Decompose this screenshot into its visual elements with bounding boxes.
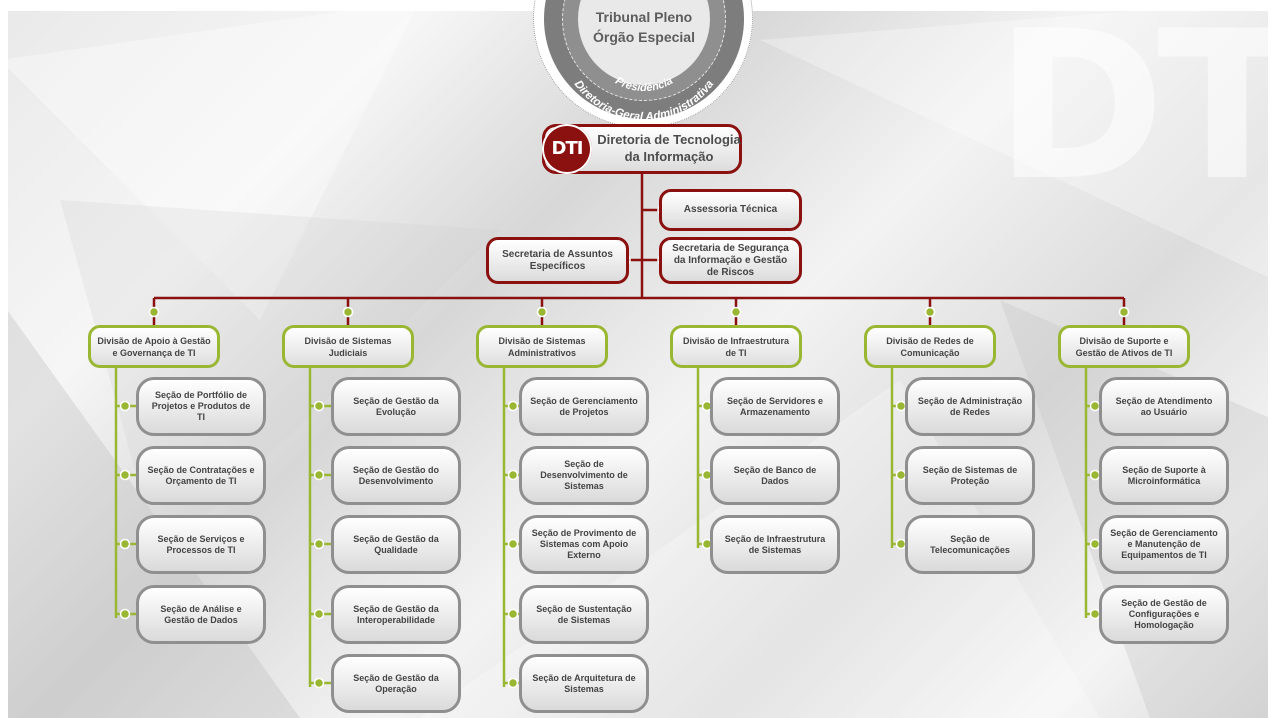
section-node[interactable]: Seção de Telecomunicações bbox=[905, 515, 1035, 574]
section-node[interactable]: Seção de Gerenciamento de Projetos bbox=[519, 377, 649, 436]
section-label: Seção de Portfólio de Projetos e Produto… bbox=[151, 390, 251, 422]
section-node[interactable]: Seção de Servidores e Armazenamento bbox=[710, 377, 840, 436]
root-node-title: Diretoria de Tecnologia da Informação bbox=[597, 132, 741, 164]
section-label: Seção de Atendimento ao Usuário bbox=[1115, 395, 1213, 417]
section-node[interactable]: Seção de Gestão da Evolução bbox=[331, 377, 461, 436]
section-label: Seção de Serviços e Processos de TI bbox=[157, 533, 245, 555]
division-dot bbox=[1118, 306, 1130, 318]
node-label: Secretaria de Assuntos Específicos bbox=[502, 248, 613, 272]
dti-badge-icon: DTI bbox=[542, 124, 592, 174]
division-node[interactable]: Divisão de Sistemas Judiciais bbox=[282, 325, 414, 368]
section-label: Seção de Sustentação de Sistemas bbox=[536, 603, 632, 625]
section-dot bbox=[507, 608, 519, 620]
division-node[interactable]: Divisão de Redes de Comunicação bbox=[864, 325, 996, 368]
section-dot bbox=[313, 400, 325, 412]
section-label: Seção de Suporte à Microinformática bbox=[1122, 464, 1206, 486]
section-label: Seção de Gerenciamento de Projetos bbox=[530, 395, 638, 417]
division-node[interactable]: Divisão de Apoio à Gestão e Governança d… bbox=[88, 325, 220, 368]
node-label: Assessoria Técnica bbox=[683, 204, 778, 215]
section-dot bbox=[313, 677, 325, 689]
section-dot bbox=[119, 538, 131, 550]
section-node[interactable]: Seção de Sistemas de Proteção bbox=[905, 446, 1035, 505]
seal-arc-presidencia: Presidência bbox=[613, 75, 675, 94]
division-label: Divisão de Sistemas Administrativos bbox=[498, 335, 586, 358]
seal-arc-text: Presidência Diretoria-Geral Administrati… bbox=[572, 75, 717, 124]
section-node[interactable]: Seção de Gestão do Desenvolvimento bbox=[331, 446, 461, 505]
section-node[interactable]: Seção de Administração de Redes bbox=[905, 377, 1035, 436]
section-node[interactable]: Seção de Infraestrutura de Sistemas bbox=[710, 515, 840, 574]
node-secretaria-seguranca[interactable]: Secretaria de Segurança da Informação e … bbox=[659, 237, 802, 284]
seal-tribunal-pleno: Tribunal Pleno bbox=[595, 9, 693, 25]
section-node[interactable]: Seção de Análise e Gestão de Dados bbox=[136, 585, 266, 644]
division-label: Divisão de Suporte e Gestão de Ativos de… bbox=[1075, 335, 1173, 358]
institution-seal: Presidência Diretoria-Geral Administrati… bbox=[533, 0, 753, 128]
section-dot bbox=[313, 608, 325, 620]
left-border bbox=[0, 0, 8, 718]
section-label: Seção de Administração de Redes bbox=[917, 395, 1023, 417]
section-node[interactable]: Seção de Contratações e Orçamento de TI bbox=[136, 446, 266, 505]
section-dot bbox=[313, 469, 325, 481]
section-dot bbox=[313, 538, 325, 550]
division-dot bbox=[730, 306, 742, 318]
section-node[interactable]: Seção de Banco de Dados bbox=[710, 446, 840, 505]
section-label: Seção de Contratações e Orçamento de TI bbox=[147, 464, 255, 486]
section-node[interactable]: Seção de Suporte à Microinformática bbox=[1099, 446, 1229, 505]
division-label: Divisão de Sistemas Judiciais bbox=[304, 335, 392, 358]
division-dot bbox=[342, 306, 354, 318]
section-label: Seção de Análise e Gestão de Dados bbox=[160, 603, 242, 625]
section-node[interactable]: Seção de Provimento de Sistemas com Apoi… bbox=[519, 515, 649, 574]
section-node[interactable]: Seção de Gestão da Interoperabilidade bbox=[331, 585, 461, 644]
section-label: Seção de Gestão da Evolução bbox=[353, 395, 439, 417]
section-label: Seção de Banco de Dados bbox=[733, 464, 817, 486]
section-label: Seção de Gestão do Desenvolvimento bbox=[352, 464, 440, 486]
section-dot bbox=[507, 677, 519, 689]
section-label: Seção de Gestão de Configurações e Homol… bbox=[1121, 598, 1207, 630]
section-label: Seção de Desenvolvimento de Sistemas bbox=[540, 459, 628, 491]
division-label: Divisão de Infraestrutura de TI bbox=[682, 335, 790, 358]
section-dot bbox=[119, 469, 131, 481]
section-node[interactable]: Seção de Gerenciamento e Manutenção de E… bbox=[1099, 515, 1229, 574]
section-label: Seção de Provimento de Sistemas com Apoi… bbox=[531, 528, 637, 560]
section-label: Seção de Telecomunicações bbox=[930, 533, 1010, 555]
section-label: Seção de Gerenciamento e Manutenção de E… bbox=[1110, 528, 1218, 560]
section-dot bbox=[119, 400, 131, 412]
svg-text:Presidência: Presidência bbox=[613, 75, 675, 94]
dti-watermark: DTI bbox=[995, 0, 1274, 226]
section-node[interactable]: Seção de Sustentação de Sistemas bbox=[519, 585, 649, 644]
section-dot bbox=[507, 400, 519, 412]
division-node[interactable]: Divisão de Suporte e Gestão de Ativos de… bbox=[1058, 325, 1190, 368]
division-node[interactable]: Divisão de Sistemas Administrativos bbox=[476, 325, 608, 368]
section-node[interactable]: Seção de Gestão de Configurações e Homol… bbox=[1099, 585, 1229, 644]
division-label: Divisão de Redes de Comunicação bbox=[886, 335, 974, 358]
division-dot bbox=[924, 306, 936, 318]
section-dot bbox=[507, 469, 519, 481]
right-border bbox=[1268, 0, 1274, 718]
section-node[interactable]: Seção de Gestão da Qualidade bbox=[331, 515, 461, 574]
node-assessoria-tecnica[interactable]: Assessoria Técnica bbox=[659, 189, 802, 231]
section-dot bbox=[119, 608, 131, 620]
section-node[interactable]: Seção de Atendimento ao Usuário bbox=[1099, 377, 1229, 436]
node-label: Secretaria de Segurança da Informação e … bbox=[672, 242, 789, 278]
section-label: Seção de Sistemas de Proteção bbox=[922, 464, 1018, 486]
section-label: Seção de Arquitetura de Sistemas bbox=[532, 672, 636, 694]
division-node[interactable]: Divisão de Infraestrutura de TI bbox=[670, 325, 802, 368]
section-node[interactable]: Seção de Portfólio de Projetos e Produto… bbox=[136, 377, 266, 436]
section-dot bbox=[507, 538, 519, 550]
section-node[interactable]: Seção de Arquitetura de Sistemas bbox=[519, 654, 649, 713]
section-label: Seção de Gestão da Qualidade bbox=[353, 533, 439, 555]
section-node[interactable]: Seção de Gestão da Operação bbox=[331, 654, 461, 713]
division-dot bbox=[148, 306, 160, 318]
section-label: Seção de Servidores e Armazenamento bbox=[726, 395, 824, 417]
section-node[interactable]: Seção de Desenvolvimento de Sistemas bbox=[519, 446, 649, 505]
division-label: Divisão de Apoio à Gestão e Governança d… bbox=[97, 335, 211, 358]
seal-orgao-especial: Órgão Especial bbox=[593, 29, 695, 45]
node-secretaria-assuntos-especificos[interactable]: Secretaria de Assuntos Específicos bbox=[486, 237, 629, 284]
section-label: Seção de Infraestrutura de Sistemas bbox=[724, 533, 826, 555]
section-label: Seção de Gestão da Operação bbox=[353, 672, 439, 694]
section-node[interactable]: Seção de Serviços e Processos de TI bbox=[136, 515, 266, 574]
dti-root-node[interactable]: DTI Diretoria de Tecnologia da Informaçã… bbox=[542, 124, 742, 174]
division-dot bbox=[536, 306, 548, 318]
section-label: Seção de Gestão da Interoperabilidade bbox=[353, 603, 439, 625]
